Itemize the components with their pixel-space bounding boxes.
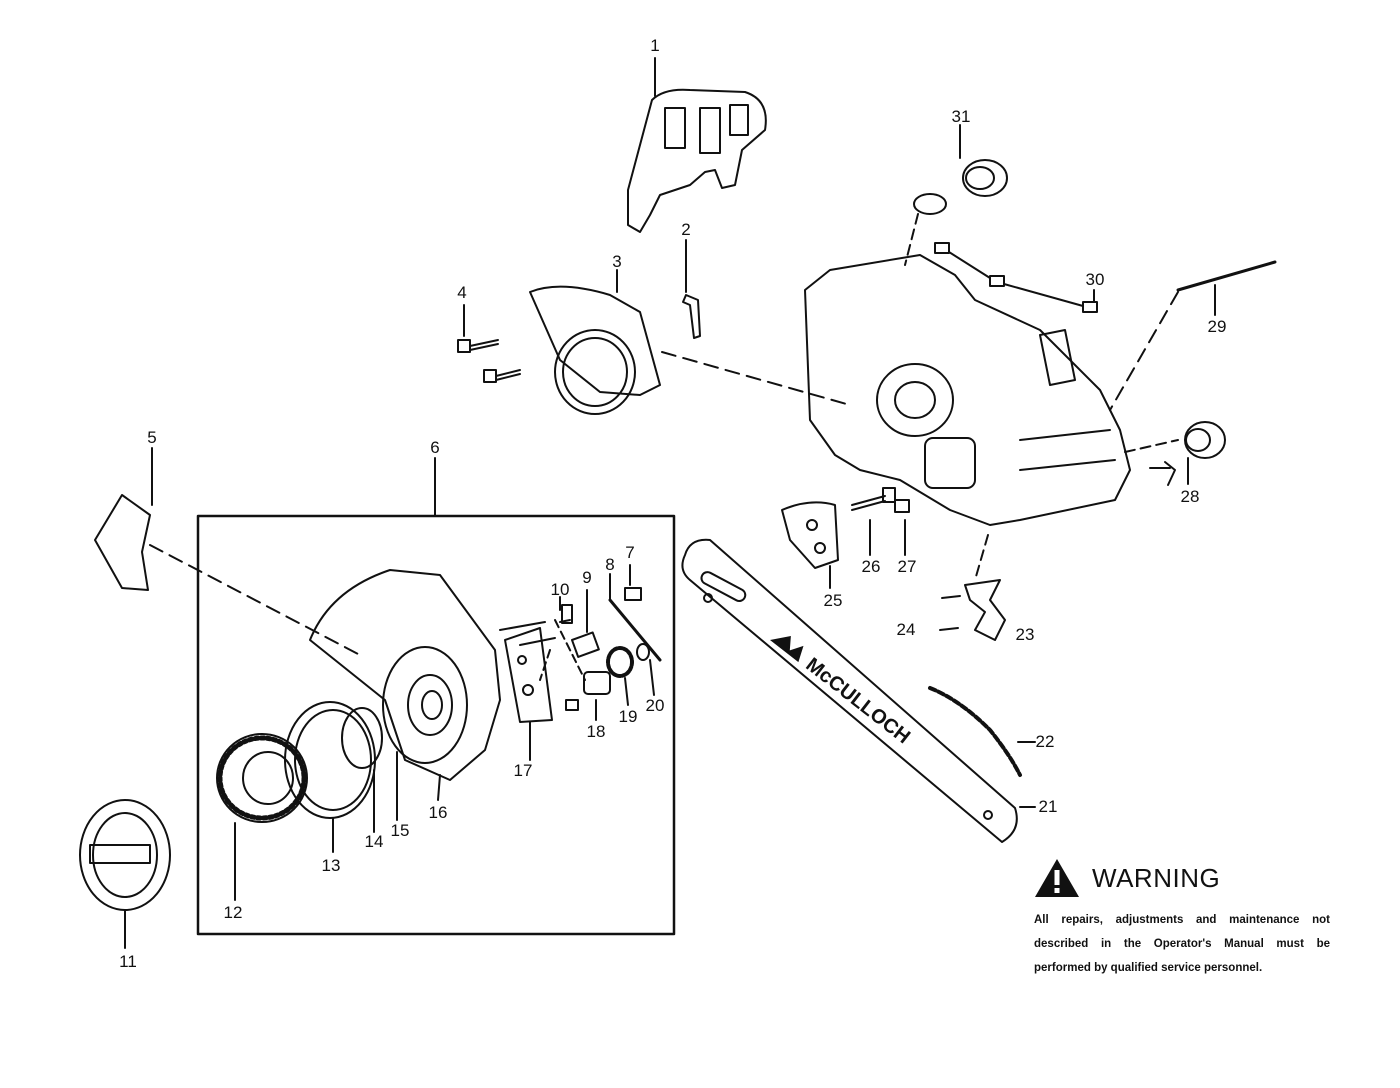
adjuster-plate-part [504, 627, 553, 723]
callout-1: 1 [650, 36, 660, 55]
pulley-part [216, 733, 308, 823]
warning-title: WARNING [1092, 862, 1221, 893]
gear-part [606, 646, 634, 678]
callout-17: 17 [513, 761, 533, 780]
washer-part [636, 643, 650, 661]
nut-part [583, 671, 611, 695]
bar-logo-text: McCULLOCH [802, 654, 914, 749]
callout-10: 10 [550, 580, 570, 599]
callout-31: 31 [951, 107, 971, 126]
callout-29: 29 [1207, 317, 1227, 336]
brake-band-part [529, 285, 661, 415]
callout-25: 25 [823, 591, 843, 610]
callout-13: 13 [321, 856, 341, 875]
screw-part [457, 339, 521, 383]
clutch-cover-part [309, 569, 501, 781]
callout-3: 3 [612, 252, 622, 271]
callout-7: 7 [625, 543, 635, 562]
callout-20: 20 [645, 696, 665, 715]
callout-5: 5 [147, 428, 157, 447]
sticker-part [94, 494, 151, 591]
callout-12: 12 [223, 903, 243, 922]
saw-chain-part [928, 686, 1022, 777]
adjuster-part [571, 631, 600, 658]
callout-28: 28 [1180, 487, 1200, 506]
callout-30: 30 [1085, 270, 1105, 289]
engine-housing-part [804, 254, 1131, 526]
callout-26: 26 [861, 557, 881, 576]
callout-9: 9 [582, 568, 592, 587]
mcculloch-logo: McCULLOCH [770, 636, 914, 749]
callout-15: 15 [390, 821, 410, 840]
rod-part [1176, 260, 1277, 292]
warning-header: WARNING [1034, 858, 1330, 898]
callout-21: 21 [1038, 797, 1058, 816]
callout-2: 2 [681, 220, 691, 239]
callout-24: 24 [896, 620, 916, 639]
callout-8: 8 [605, 555, 615, 574]
warning-notice: WARNING All repairs, adjustments and mai… [1034, 858, 1330, 980]
bolt-part [851, 487, 910, 513]
starter-handle-part [79, 799, 171, 911]
guide-bar-part [681, 538, 1018, 843]
callout-19: 19 [618, 707, 638, 726]
callout-23: 23 [1015, 625, 1035, 644]
cap-part [913, 159, 1008, 215]
pin-screw-part [499, 604, 586, 711]
warning-triangle-icon [1035, 859, 1079, 897]
pin-part [682, 294, 701, 339]
clip-part [934, 242, 1098, 313]
callout-18: 18 [586, 722, 606, 741]
callout-14: 14 [364, 832, 384, 851]
adjuster-screw-part [608, 587, 662, 662]
callout-27: 27 [897, 557, 917, 576]
callout-6: 6 [430, 438, 440, 457]
callout-16: 16 [428, 803, 448, 822]
callout-4: 4 [457, 283, 467, 302]
oil-cap-part [1149, 421, 1226, 486]
plate-part [781, 501, 839, 569]
callout-11: 11 [119, 952, 137, 971]
warning-text: All repairs, adjustments and maintenance… [1034, 914, 1330, 974]
spike-part [964, 579, 1006, 641]
hand-guard-part [627, 88, 767, 233]
callout-22: 22 [1035, 732, 1055, 751]
